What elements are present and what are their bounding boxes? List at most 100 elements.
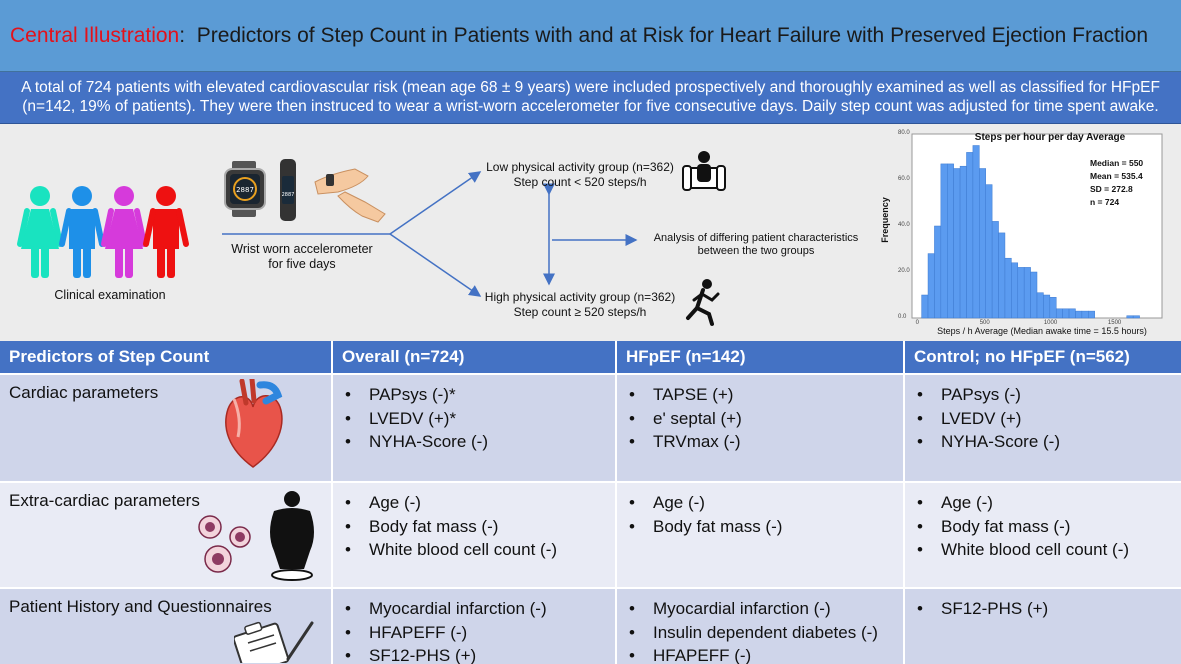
histogram-bar — [1011, 262, 1019, 319]
list-item: White blood cell count (-) — [342, 538, 606, 562]
histogram-bar — [1004, 257, 1012, 319]
histogram-bar — [1030, 271, 1038, 319]
title-bar: Central Illustration: Predictors of Step… — [0, 0, 1181, 72]
histogram-bar — [1017, 267, 1025, 319]
x-tick-label: 500 — [979, 320, 990, 326]
hfpef-cell: TAPSE (+)e' septal (+)TRVmax (-) — [616, 373, 905, 482]
histogram-bar — [940, 163, 948, 319]
title-sep: : — [179, 23, 186, 47]
header-predictors: Predictors of Step Count — [0, 341, 333, 374]
list-item: LVEDV (+)* — [342, 407, 606, 431]
control-list: SF12-PHS (+) — [914, 597, 1172, 621]
analysis-line-2: between the two groups — [697, 245, 815, 257]
histogram-bar — [1132, 315, 1140, 319]
histogram-stat-median: Median = 550 — [1090, 158, 1144, 168]
illustration-panel: 2887 2887 C — [0, 124, 1181, 342]
y-tick-label: 20.0 — [898, 268, 910, 274]
list-item: Age (-) — [342, 491, 606, 515]
table-row-cardiac: Cardiac parameters PAPsys (-)*LVEDV (+)*… — [0, 373, 1181, 482]
list-item: Body fat mass (-) — [914, 515, 1172, 539]
analysis-line-1: Analysis of differing patient characteri… — [653, 232, 859, 244]
histogram-bar — [1081, 310, 1089, 319]
list-item: Age (-) — [626, 491, 894, 515]
obese-person-icon — [270, 491, 314, 581]
histogram-bar — [1049, 297, 1057, 319]
histogram-bar — [1043, 294, 1051, 319]
list-item: TAPSE (+) — [626, 383, 894, 407]
low-group-line-1: Low physical activity group (n=362) — [486, 160, 674, 174]
list-item: HFAPEFF (-) — [626, 644, 894, 664]
control-cell: PAPsys (-)LVEDV (+)NYHA-Score (-) — [904, 373, 1181, 482]
device-label: Wrist worn accelerometer for five days — [222, 242, 382, 272]
heart-icon — [225, 379, 283, 468]
histogram-bar — [979, 168, 986, 319]
overall-cell: Myocardial infarction (-)HFAPEFF (-)SF12… — [332, 587, 617, 664]
histogram-bar — [998, 232, 1006, 319]
list-item: Myocardial infarction (-) — [342, 597, 606, 621]
device-label-line-2: for five days — [268, 257, 336, 271]
person-icon — [59, 186, 105, 278]
svg-text:2887: 2887 — [282, 192, 295, 198]
title-label: Central Illustration — [10, 23, 180, 47]
fitness-band-icon: 2887 — [280, 159, 296, 221]
list-item: TRVmax (-) — [626, 430, 894, 454]
summary-line-1: A total of 724 patients with elevated ca… — [21, 79, 1160, 96]
histogram-bar — [1036, 292, 1044, 319]
row-label: Extra-cardiac parameters — [9, 491, 200, 510]
x-tick-label: 0 — [915, 320, 919, 326]
histogram-bar — [1023, 267, 1031, 319]
summary-bar: A total of 724 patients with elevated ca… — [0, 72, 1181, 124]
low-activity-group: Low physical activity group (n=362) Step… — [470, 160, 690, 190]
clipboard-pen-icon — [234, 621, 314, 663]
hfpef-cell: Myocardial infarction (-)Insulin depende… — [616, 587, 905, 664]
table-row-extracardiac: Extra-cardiac parameters Age (-)Body fat… — [0, 481, 1181, 588]
list-item: Age (-) — [914, 491, 1172, 515]
person-icon — [143, 186, 189, 278]
list-item: LVEDV (+) — [914, 407, 1172, 431]
list-item: HFAPEFF (-) — [342, 621, 606, 645]
histogram-bar — [934, 225, 942, 319]
svg-text:2887: 2887 — [236, 186, 254, 194]
high-group-line-1: High physical activity group (n=362) — [484, 290, 676, 304]
list-item: Insulin dependent diabetes (-) — [626, 621, 894, 645]
y-tick-label: 80.0 — [898, 130, 910, 136]
overall-list: PAPsys (-)*LVEDV (+)*NYHA-Score (-) — [342, 383, 606, 454]
histogram-x-label: Steps / h Average (Median awake time = 1… — [937, 326, 1147, 336]
arrow-to-high-group — [389, 233, 482, 297]
arrow-to-low-group — [389, 171, 482, 235]
histogram-bar — [1088, 310, 1095, 319]
overall-list: Myocardial infarction (-)HFAPEFF (-)SF12… — [342, 597, 606, 664]
hfpef-list: TAPSE (+)e' septal (+)TRVmax (-) — [626, 383, 894, 454]
histogram-chart — [911, 133, 1163, 319]
header-overall: Overall (n=724) — [332, 341, 617, 374]
high-activity-group: High physical activity group (n=362) Ste… — [470, 290, 690, 320]
histogram-bar — [953, 168, 961, 319]
list-item: PAPsys (-)* — [342, 383, 606, 407]
flow-diagram: 2887 2887 — [17, 133, 1163, 326]
histogram-bar — [1055, 308, 1063, 319]
control-list: Age (-)Body fat mass (-)White blood cell… — [914, 491, 1172, 562]
list-item: PAPsys (-) — [914, 383, 1172, 407]
list-item: NYHA-Score (-) — [342, 430, 606, 454]
histogram-bar — [1075, 310, 1083, 319]
histogram-stat-n: n = 724 — [1090, 197, 1120, 207]
histogram-bar — [947, 163, 954, 319]
histogram-bar — [927, 253, 935, 319]
histogram-bar — [972, 145, 980, 319]
list-item: Body fat mass (-) — [626, 515, 894, 539]
clinical-examination-label: Clinical examination — [54, 288, 166, 302]
page-title: Predictors of Step Count in Patients wit… — [196, 23, 1149, 47]
hfpef-cell: Age (-)Body fat mass (-) — [616, 481, 905, 588]
histogram-title: Steps per hour per day Average — [974, 132, 1126, 143]
overall-cell: Age (-)Body fat mass (-)White blood cell… — [332, 481, 617, 588]
histogram-stat-mean: Mean = 535.4 — [1090, 171, 1143, 181]
control-list: PAPsys (-)LVEDV (+)NYHA-Score (-) — [914, 383, 1172, 454]
smartwatch-icon: 2887 — [224, 161, 266, 217]
y-tick-label: 60.0 — [898, 176, 910, 182]
blood-cells-icon — [198, 515, 251, 573]
hfpef-list: Myocardial infarction (-)Insulin depende… — [626, 597, 894, 664]
device-label-line-1: Wrist worn accelerometer — [231, 242, 373, 256]
control-cell: Age (-)Body fat mass (-)White blood cell… — [904, 481, 1181, 588]
list-item: e' septal (+) — [626, 407, 894, 431]
histogram-bar — [966, 152, 974, 319]
